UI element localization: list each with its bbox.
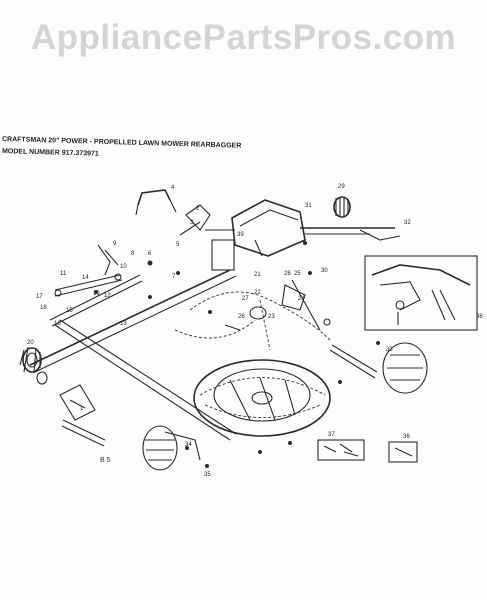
callout-32: 32 [404, 220, 411, 226]
callout-21: 21 [254, 272, 261, 278]
callout-3: 3 [190, 220, 194, 226]
callout-7: 7 [172, 274, 176, 280]
callout-8: 8 [131, 251, 135, 257]
hardware-pack [317, 439, 418, 463]
callout-22: 22 [254, 290, 261, 296]
callout-36: 36 [403, 434, 410, 440]
callout-14: 14 [82, 275, 89, 281]
callout-24: 24 [298, 296, 305, 302]
callout-11: 11 [60, 271, 67, 277]
callout-34: 34 [185, 442, 192, 448]
callout-33: 33 [386, 347, 393, 353]
callout-5: 5 [176, 242, 180, 248]
left-front-wheel [142, 425, 201, 471]
watermark-text: AppliancePartsPros.com [30, 18, 457, 57]
callout-18: 18 [40, 305, 47, 311]
callout-6: 6 [148, 251, 152, 257]
callout-30: 30 [321, 268, 328, 274]
callout-16: 16 [54, 321, 61, 327]
callout-4: 4 [171, 185, 175, 191]
bagger-bracket-inset [364, 255, 478, 331]
height-adjust-bracket [224, 284, 331, 331]
callout-25: 25 [294, 271, 301, 277]
part-callouts: 1 2 3 4 5 6 7 8 9 10 11 12 13 14 15 16 1… [27, 184, 483, 478]
callout-27: 27 [242, 296, 249, 302]
bolts-nuts [94, 241, 380, 468]
callout-39: 39 [237, 232, 244, 238]
callout-2: 2 [196, 206, 200, 212]
callout-28: 28 [284, 271, 291, 277]
front-rods [54, 279, 378, 441]
spring-plate-detail [59, 384, 106, 447]
callout-31: 31 [305, 203, 312, 209]
transmission-housing [205, 199, 306, 271]
mower-deck [193, 359, 331, 437]
callout-1: 1 [80, 406, 84, 412]
callout-10: 10 [120, 264, 127, 270]
callout-26: 26 [238, 314, 245, 320]
callout-12: 12 [104, 293, 111, 299]
right-drive-shaft [300, 196, 401, 241]
callout-20: 20 [27, 340, 34, 346]
drive-belt [174, 291, 331, 351]
callout-23: 23 [268, 314, 275, 320]
page-code: B 5 [100, 457, 111, 464]
callout-15: 15 [66, 308, 73, 314]
rear-axle [29, 269, 237, 373]
callout-37: 37 [328, 432, 335, 438]
left-wheel-gear [19, 346, 48, 385]
chute-bracket [179, 204, 211, 236]
callout-35: 35 [204, 472, 211, 478]
handle-assembly [135, 189, 177, 216]
callout-17: 17 [36, 294, 43, 300]
height-adjuster-linkage [54, 244, 123, 297]
right-rear-wheel [382, 342, 428, 394]
callout-13: 13 [120, 321, 127, 327]
callout-29: 29 [338, 184, 345, 190]
callout-19: 19 [93, 291, 100, 297]
callout-38: 38 [476, 314, 483, 320]
callout-9: 9 [113, 241, 117, 247]
